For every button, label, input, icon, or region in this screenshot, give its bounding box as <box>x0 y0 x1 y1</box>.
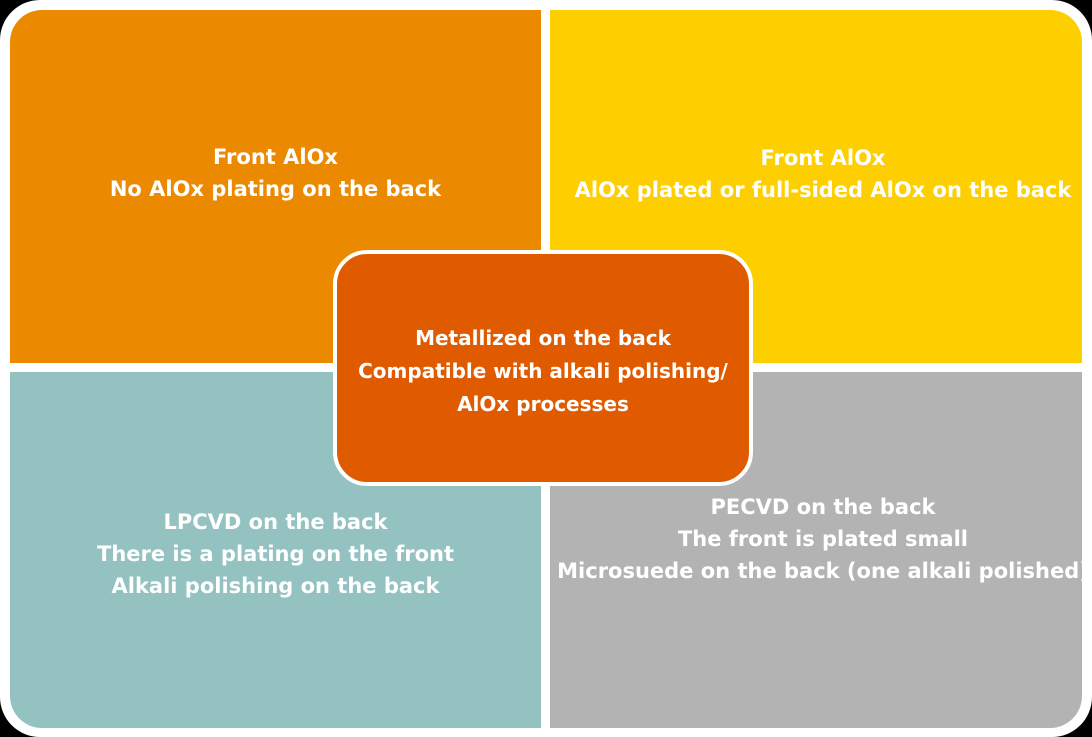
quadrant-top-right-line-1: Front AlOx <box>760 145 886 170</box>
quadrant-bottom-left-line-2: There is a plating on the front <box>97 542 454 566</box>
quadrant-top-right-line-2: AlOx plated or full-sided AlOx on the ba… <box>574 177 1072 202</box>
quadrant-bottom-left-line-1: LPCVD on the back <box>163 510 388 534</box>
quadrant-bottom-right-line-2: The front is plated small <box>677 527 969 551</box>
center-box-line-1: Metallized on the back <box>415 325 671 350</box>
quadrant-bottom-left-line-3: Alkali polishing on the back <box>111 574 440 598</box>
center-box-line-2: Compatible with alkali polishing/ <box>358 358 728 383</box>
quadrant-top-left-line-2: No AlOx plating on the back <box>109 176 442 201</box>
quadrant-bottom-right-line-1: PECVD on the back <box>710 495 936 519</box>
center-box: Metallized on the back Compatible with a… <box>333 250 753 486</box>
center-box-line-3: AlOx processes <box>457 391 629 416</box>
quadrant-top-left-line-1: Front AlOx <box>213 144 338 169</box>
quadrant-bottom-right-line-3: Microsuede on the back (one alkali polis… <box>557 559 1089 583</box>
quadrant-top-left: Front AlOx No AlOx plating on the back <box>10 10 541 363</box>
